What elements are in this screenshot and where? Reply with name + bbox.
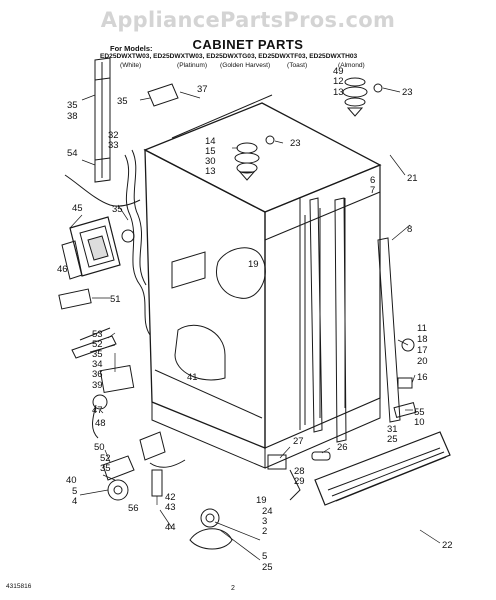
callout: 24 <box>262 506 273 517</box>
leader-lines <box>69 87 441 561</box>
callout: 5 <box>262 551 267 562</box>
callout: 27 <box>293 436 304 447</box>
callout: 47 <box>92 405 103 416</box>
callout: 35 <box>117 96 128 107</box>
door-channel-strip <box>94 57 111 183</box>
callout: 10 <box>414 417 425 428</box>
document-reference: 4315816 <box>6 583 32 590</box>
callout: 4 <box>72 496 77 507</box>
callout: 43 <box>165 502 176 513</box>
callout: 41 <box>187 372 198 383</box>
callout: 25 <box>387 434 398 445</box>
color-label: (Golden Harvest) <box>220 62 271 69</box>
callout: 11 <box>417 323 427 334</box>
wire-harness <box>131 149 147 286</box>
color-label: (Almond) <box>338 62 365 69</box>
callout: 48 <box>95 418 106 429</box>
callout: 12 <box>333 76 344 87</box>
callout: 3 <box>262 516 267 527</box>
callout: 30 <box>205 156 216 167</box>
callout: 56 <box>128 503 139 514</box>
control-panel <box>58 216 135 310</box>
callout: 8 <box>407 224 412 235</box>
callout-labels: 35 38 54 45 46 35 51 53 52 35 34 36 39 4… <box>57 66 453 573</box>
callout: 20 <box>417 356 428 367</box>
callout: 33 <box>108 140 119 151</box>
callout: 51 <box>110 294 121 305</box>
wire-harness <box>124 154 151 336</box>
callout: 44 <box>165 522 176 533</box>
callout: 19 <box>248 259 259 270</box>
callout: 19 <box>256 495 267 506</box>
hinge-assembly <box>102 431 220 528</box>
page-title: CABINET PARTS <box>192 37 304 52</box>
color-label: (Toast) <box>287 62 308 69</box>
callout: 49 <box>333 66 344 77</box>
cabinet-shell <box>143 94 382 469</box>
callout: 39 <box>92 380 103 391</box>
callout: 29 <box>294 476 305 487</box>
callout: 15 <box>205 146 216 157</box>
callout: 18 <box>417 334 428 345</box>
toe-grille <box>314 431 451 506</box>
callout: 28 <box>294 466 305 477</box>
callout: 54 <box>67 148 78 159</box>
callout: 37 <box>197 84 208 95</box>
callout: 13 <box>333 87 344 98</box>
callout: 38 <box>67 111 78 122</box>
callout: 6 <box>370 175 375 186</box>
callout: 32 <box>108 130 119 141</box>
callout: 35 <box>67 100 78 111</box>
lower-mid-parts <box>189 451 331 550</box>
callout: 52 <box>100 453 111 464</box>
callout: 53 <box>92 329 103 340</box>
callout: 52 <box>92 339 103 350</box>
callout: 50 <box>94 442 105 453</box>
callout: 35 <box>112 204 123 215</box>
callout: 34 <box>92 359 103 370</box>
models-list: ED25DWXTW03, ED25DWXTW03, ED25DWXTG03, E… <box>100 53 358 60</box>
color-label: (Platinum) <box>177 62 208 69</box>
callout: 36 <box>92 369 103 380</box>
wire-harness <box>64 174 141 207</box>
top-hinge-parts <box>234 77 383 181</box>
color-label: (White) <box>120 62 142 69</box>
callout: 42 <box>165 492 176 503</box>
right-trims <box>309 197 401 443</box>
callout: 17 <box>417 345 428 356</box>
callout: 5 <box>72 486 77 497</box>
callout: 31 <box>387 424 398 435</box>
callout: 55 <box>414 407 425 418</box>
top-bracket <box>147 83 179 107</box>
callout: 23 <box>290 138 301 149</box>
callout: 35 <box>92 349 103 360</box>
callout: 26 <box>337 442 348 453</box>
callout: 21 <box>407 173 418 184</box>
callout: 14 <box>205 136 216 147</box>
callout: 13 <box>205 166 216 177</box>
callout: 46 <box>57 264 68 275</box>
callout: 40 <box>66 475 77 486</box>
page-number: 2 <box>231 585 235 592</box>
watermark: AppliancePartsPros.com <box>100 8 396 32</box>
callout: 35 <box>100 463 111 474</box>
callout: 16 <box>417 372 428 383</box>
callout: 7 <box>370 185 375 196</box>
callout: 2 <box>262 526 267 537</box>
models-heading: For Models: <box>110 44 153 53</box>
callout: 23 <box>402 87 413 98</box>
callout: 22 <box>442 540 453 551</box>
callout: 45 <box>72 203 83 214</box>
callout: 25 <box>262 562 273 573</box>
